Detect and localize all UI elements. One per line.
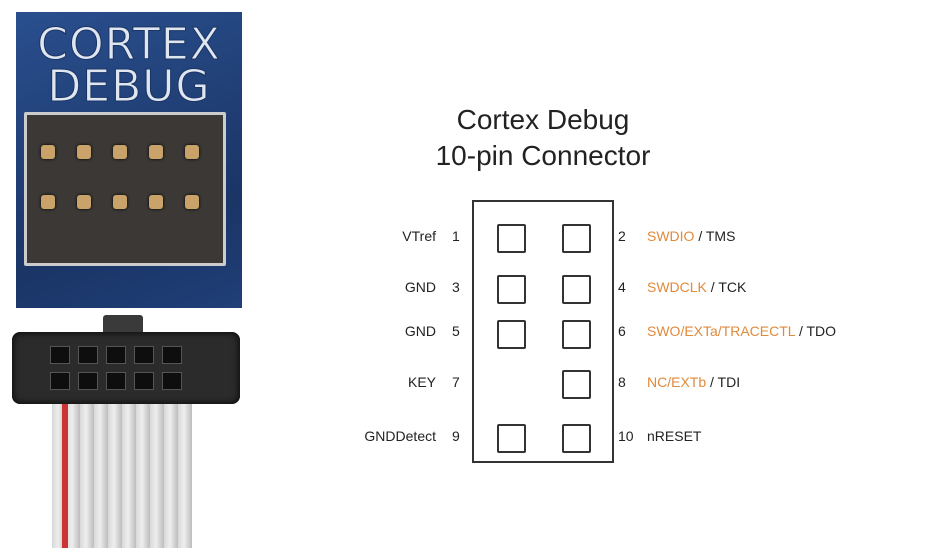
pin-6-pad	[562, 320, 591, 349]
pin-9-pad	[497, 424, 526, 453]
pin-label: NC/EXTb / TDI	[647, 374, 741, 390]
connector-outline	[472, 200, 614, 463]
pin-number: 3	[452, 279, 460, 295]
pin-10-pad	[562, 424, 591, 453]
pin-3-pad	[497, 275, 526, 304]
pin-number: 2	[618, 228, 626, 244]
pin-label: VTref	[402, 228, 436, 244]
pin-label: GND	[404, 279, 436, 295]
pin-number: 9	[452, 428, 460, 444]
pin-5-pad	[497, 320, 526, 349]
pin-label: SWO/EXTa/TRACECTL / TDO	[647, 323, 837, 339]
pin-number: 1	[452, 228, 460, 244]
diagram-title: Cortex Debug	[456, 104, 630, 135]
pin-label: SWDCLK / TCK	[647, 279, 747, 295]
pin-label: GNDDetect	[364, 428, 436, 444]
pin-label: nRESET	[647, 428, 702, 444]
pin-label: KEY	[407, 374, 436, 390]
pin-2-pad	[562, 224, 591, 253]
pin-1-pad	[497, 224, 526, 253]
pin-number: 4	[618, 279, 626, 295]
connector-key-tab	[103, 315, 143, 335]
pin-number: 8	[618, 374, 626, 390]
diagram-subtitle: 10-pin Connector	[435, 140, 651, 171]
pin-number: 7	[452, 374, 460, 390]
pin-8-pad	[562, 370, 591, 399]
idc-connector-photo	[12, 332, 240, 404]
pin-label: GND	[404, 323, 436, 339]
pin-header	[24, 112, 226, 266]
pin-number: 5	[452, 323, 460, 339]
pin-number: 10	[618, 428, 634, 444]
pin-number: 6	[618, 323, 626, 339]
ribbon-cable	[52, 404, 192, 548]
pin-label: SWDIO / TMS	[647, 228, 736, 244]
pin-4-pad	[562, 275, 591, 304]
